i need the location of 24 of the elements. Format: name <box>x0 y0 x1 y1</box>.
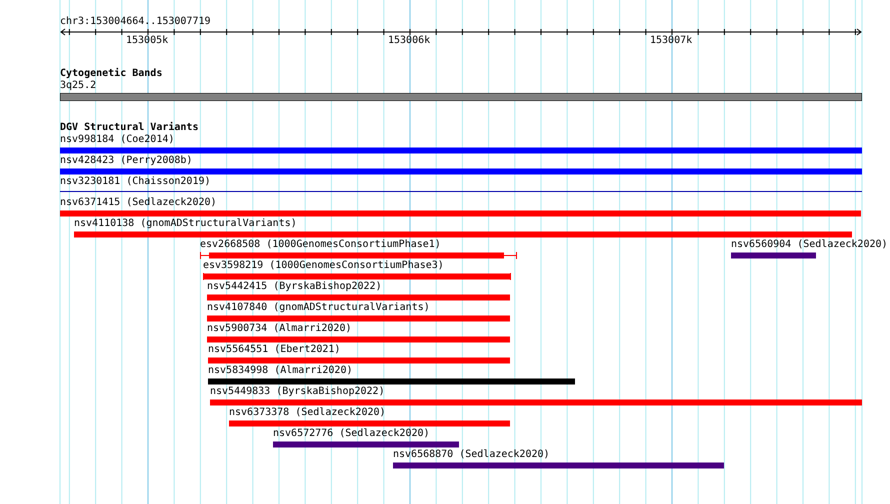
variant-label: nsv428423 (Perry2008b) <box>60 155 192 166</box>
track-title: DGV Structural Variants <box>60 122 198 133</box>
variant-label: nsv6572776 (Sedlazeck2020) <box>273 428 430 439</box>
variant-label: nsv4110138 (gnomADStructuralVariants) <box>74 218 297 229</box>
track-title: Cytogenetic Bands <box>60 68 162 79</box>
variant-label: nsv5449833 (ByrskaBishop2022) <box>210 386 385 397</box>
variant-label: nsv5834998 (Almarri2020) <box>208 365 352 376</box>
variant-label: nsv4107840 (gnomADStructuralVariants) <box>207 302 430 313</box>
coordinate-range: chr3:153004664..153007719 <box>60 16 211 27</box>
variant-label: esv2668508 (1000GenomesConsortiumPhase1) <box>200 239 441 250</box>
axis-tick-label: 153005k <box>126 35 168 46</box>
variant-label: nsv6568870 (Sedlazeck2020) <box>393 449 550 460</box>
axis-tick-label: 153007k <box>650 35 692 46</box>
variant-label: nsv6560904 (Sedlazeck2020) <box>731 239 888 250</box>
axis-tick-label: 153006k <box>388 35 430 46</box>
variant-label: nsv998184 (Coe2014) <box>60 134 174 145</box>
variant-label: nsv6371415 (Sedlazeck2020) <box>60 197 217 208</box>
variant-label: nsv5442415 (ByrskaBishop2022) <box>207 281 382 292</box>
variant-label: esv3598219 (1000GenomesConsortiumPhase3) <box>203 260 444 271</box>
variant-label: nsv5900734 (Almarri2020) <box>207 323 352 334</box>
variant-label: nsv5564551 (Ebert2021) <box>208 344 340 355</box>
variant-label: nsv3230181 (Chaisson2019) <box>60 176 211 187</box>
variant-label: nsv6373378 (Sedlazeck2020) <box>229 407 386 418</box>
band-label: 3q25.2 <box>60 80 96 91</box>
